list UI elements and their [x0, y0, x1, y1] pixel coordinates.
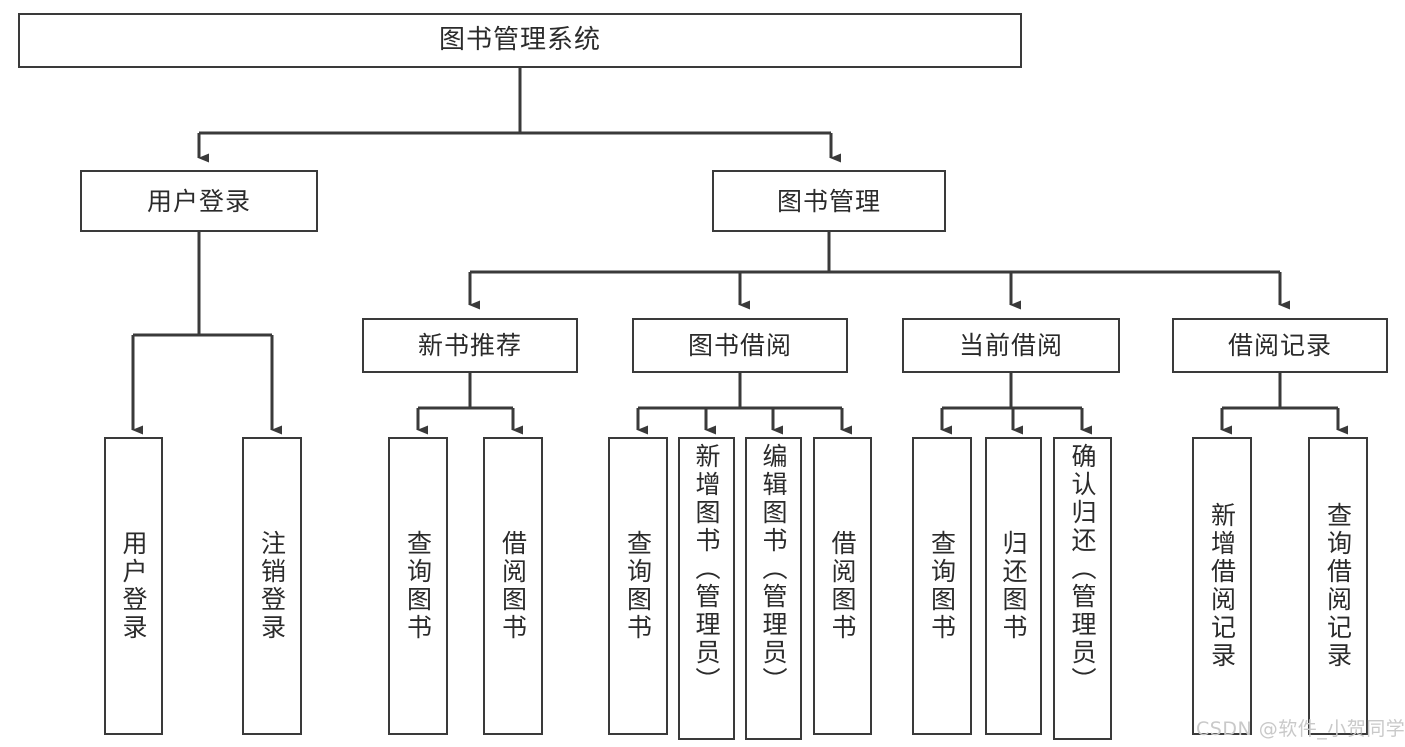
leaf-borrow-book-recommend-label: 借阅图书: [498, 530, 528, 642]
leaf-add-book-admin[interactable]: 新增图书（管理员）: [678, 437, 735, 740]
leaf-user-login[interactable]: 用户登录: [104, 437, 163, 735]
leaf-borrow-book-borrow-label: 借阅图书: [828, 530, 857, 642]
node-new-book-recommend-label: 新书推荐: [417, 331, 522, 360]
leaf-return-book-label: 归还图书: [999, 530, 1028, 642]
node-borrow-record-label: 借阅记录: [1227, 331, 1332, 360]
node-current-borrow-label: 当前借阅: [958, 331, 1063, 360]
leaf-query-book-borrow-label: 查询图书: [623, 530, 653, 642]
leaf-add-borrow-record-label: 新增借阅记录: [1207, 502, 1237, 670]
node-book-management-label: 图书管理: [776, 186, 881, 216]
leaf-query-book-current[interactable]: 查询图书: [912, 437, 972, 735]
leaf-confirm-return-admin-label: 确认归还（管理员）: [1068, 443, 1097, 695]
leaf-add-borrow-record[interactable]: 新增借阅记录: [1192, 437, 1252, 735]
leaf-query-book-current-label: 查询图书: [927, 530, 957, 642]
leaf-query-book-recommend-label: 查询图书: [403, 530, 433, 642]
node-current-borrow[interactable]: 当前借阅: [902, 318, 1120, 373]
leaf-edit-book-admin-label: 编辑图书（管理员）: [759, 443, 788, 695]
leaf-borrow-book-borrow[interactable]: 借阅图书: [813, 437, 872, 735]
leaf-logout[interactable]: 注销登录: [242, 437, 302, 735]
leaf-edit-book-admin[interactable]: 编辑图书（管理员）: [745, 437, 802, 740]
node-new-book-recommend[interactable]: 新书推荐: [362, 318, 578, 373]
leaf-confirm-return-admin[interactable]: 确认归还（管理员）: [1053, 437, 1112, 740]
node-borrow-record[interactable]: 借阅记录: [1172, 318, 1388, 373]
watermark: CSDN @软件_小贺同学: [1196, 718, 1405, 740]
leaf-add-book-admin-label: 新增图书（管理员）: [692, 443, 721, 695]
leaf-query-book-recommend[interactable]: 查询图书: [388, 437, 448, 735]
node-user-login[interactable]: 用户登录: [80, 170, 318, 232]
leaf-query-borrow-record-label: 查询借阅记录: [1323, 502, 1353, 670]
node-root-label: 图书管理系统: [438, 25, 601, 56]
node-user-login-label: 用户登录: [146, 186, 251, 216]
node-book-management[interactable]: 图书管理: [712, 170, 946, 232]
leaf-user-login-label: 用户登录: [119, 530, 148, 642]
leaf-query-book-borrow[interactable]: 查询图书: [608, 437, 668, 735]
leaf-logout-label: 注销登录: [257, 530, 287, 642]
leaf-borrow-book-recommend[interactable]: 借阅图书: [483, 437, 543, 735]
node-book-borrow-label: 图书借阅: [687, 331, 792, 360]
node-book-borrow[interactable]: 图书借阅: [632, 318, 848, 373]
leaf-return-book[interactable]: 归还图书: [985, 437, 1042, 735]
node-root[interactable]: 图书管理系统: [18, 13, 1022, 68]
leaf-query-borrow-record[interactable]: 查询借阅记录: [1308, 437, 1368, 735]
